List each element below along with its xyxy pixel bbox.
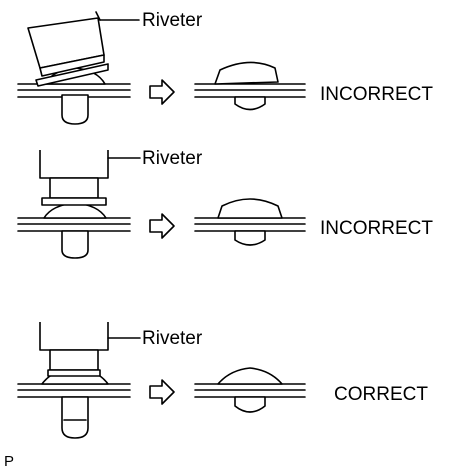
- row-2-result-label: INCORRECT: [320, 218, 433, 239]
- row-2-rivet-before: [43, 202, 107, 259]
- row-2-rivet-after: [217, 198, 283, 246]
- row-3-rivet-after: [217, 367, 283, 413]
- row-2-incorrect-offset: Riveter INCORRECT: [17, 148, 433, 259]
- row-1-riveter-tool: [27, 11, 140, 87]
- row-3-rivet-before: [41, 367, 109, 439]
- row-3-panel-left: [17, 383, 131, 398]
- row-3-correct: Riveter CORRECT: [17, 322, 428, 439]
- row-3-panel-right: [194, 383, 306, 398]
- row-1-result-label: INCORRECT: [320, 84, 433, 105]
- row-2-arrow: [149, 213, 175, 239]
- row-3-result-label: CORRECT: [334, 384, 428, 405]
- row-2-riveter-label: Riveter: [142, 148, 203, 169]
- footer-code: P: [4, 453, 14, 470]
- row-1-panel-right: [194, 83, 306, 98]
- row-3-riveter-tool: [39, 322, 141, 377]
- row-3-riveter-label: Riveter: [142, 328, 203, 349]
- row-1-riveter-label: Riveter: [142, 10, 203, 31]
- row-2-riveter-tool: [39, 150, 141, 206]
- row-1-arrow: [149, 79, 175, 105]
- row-2-panel-left: [17, 217, 131, 232]
- row-2-panel-right: [194, 217, 306, 232]
- row-1-incorrect-tilted: Riveter INCORRECT: [17, 10, 433, 125]
- row-1-rivet-after: [214, 61, 279, 111]
- row-3-arrow: [149, 379, 175, 405]
